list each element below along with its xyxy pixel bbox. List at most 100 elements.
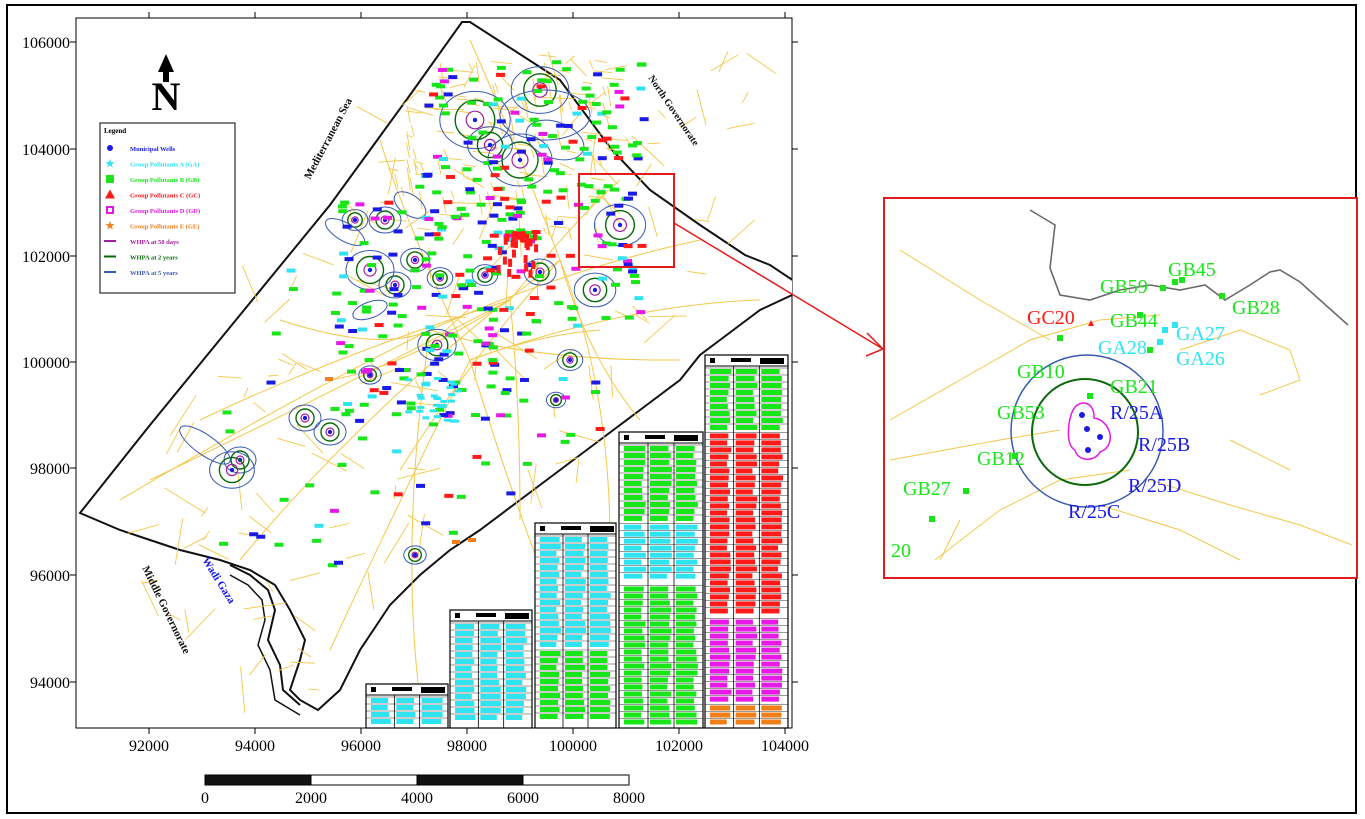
group-block-cell <box>676 573 696 579</box>
group-block-cell <box>455 638 473 643</box>
pollutant-marker <box>476 202 486 207</box>
road-grid <box>420 163 424 172</box>
group-block-cell <box>761 626 779 632</box>
group-block-cell <box>455 701 475 706</box>
pollutant-marker <box>314 523 324 528</box>
road-grid <box>594 59 607 63</box>
pollutant-marker <box>591 380 601 385</box>
group-block-cell <box>624 698 643 704</box>
group-block-cell <box>710 425 728 430</box>
pollutant-marker <box>554 301 564 306</box>
road-segment <box>184 609 190 633</box>
pollutant-marker <box>590 390 600 395</box>
pollutant-marker <box>397 210 407 215</box>
well-dot <box>352 217 358 223</box>
group-block-cell <box>624 573 643 579</box>
road-segment <box>494 331 538 360</box>
road-grid <box>517 143 532 147</box>
group-block-cell <box>650 677 668 683</box>
inset-pollutant-point <box>1172 279 1178 285</box>
group-block-cell <box>710 475 729 481</box>
pollutant-c-marker <box>508 258 513 267</box>
pollutant-marker <box>624 196 634 201</box>
pollutant-marker <box>597 138 607 143</box>
road-grid <box>452 69 474 73</box>
group-block-cell <box>590 565 607 570</box>
group-block-cell <box>540 558 560 563</box>
group-block-cell <box>650 509 670 514</box>
road-segment <box>350 210 352 228</box>
group-block-cell <box>761 545 779 551</box>
group-block-cell <box>624 524 642 530</box>
whpa-5-years-elongated <box>179 425 231 465</box>
road-grid <box>557 129 562 146</box>
group-block-cell <box>735 647 757 653</box>
road-segment <box>356 106 389 124</box>
group-block-header-bar <box>421 687 445 693</box>
pollutant-marker <box>327 563 337 568</box>
road-segment <box>297 648 312 658</box>
pollutant-marker <box>361 309 371 314</box>
road-segment <box>176 422 195 453</box>
group-block-cell <box>540 586 559 591</box>
pollutant-marker <box>516 198 526 203</box>
whpa-5-years-ring <box>358 365 382 385</box>
group-block-cell <box>735 601 756 607</box>
pollutant-marker <box>552 60 562 65</box>
road-segment <box>538 54 557 58</box>
pollutant-marker <box>499 307 509 312</box>
pollutant-marker <box>222 410 232 415</box>
pollutant-marker <box>483 161 493 166</box>
wadi-gaza-bank <box>229 574 301 716</box>
inset-pollutant-point <box>1219 293 1225 299</box>
road-grid <box>436 130 455 134</box>
road-grid <box>472 150 494 154</box>
pollutant-marker <box>472 454 482 459</box>
pollutant-a-marker <box>444 418 452 422</box>
pollutant-a-marker <box>422 416 430 420</box>
road-grid <box>439 63 444 82</box>
pollutant-marker <box>584 184 594 189</box>
pollutant-marker <box>481 461 491 466</box>
road-segment <box>164 487 207 514</box>
group-block-cell <box>676 453 694 458</box>
pollutant-marker <box>330 310 340 315</box>
well-dot <box>472 117 478 123</box>
group-block-cell <box>371 705 388 710</box>
group-block-cell <box>480 701 502 706</box>
group-block-cell <box>565 600 582 605</box>
group-block-cell <box>761 482 782 488</box>
group-block-cell <box>371 698 388 703</box>
pollutant-marker <box>312 538 322 543</box>
group-block-cell <box>540 607 557 612</box>
pollutant-marker <box>443 92 453 97</box>
group-block-cell <box>710 496 728 502</box>
group-block-cell <box>676 705 695 711</box>
pollutant-marker <box>431 232 441 237</box>
group-block-cell <box>624 719 645 725</box>
group-block-cell <box>624 621 646 627</box>
group-block-header-bar <box>505 613 529 619</box>
inset-pollutant-point <box>1012 453 1018 459</box>
inset-road-6 <box>1179 329 1301 396</box>
pollutant-marker <box>555 171 565 176</box>
group-block-cell <box>710 689 732 695</box>
pollutant-marker <box>388 302 398 307</box>
road-segment <box>298 362 322 373</box>
group-block-cell <box>565 635 583 640</box>
pollutant-marker <box>587 135 597 140</box>
road-grid <box>584 138 593 142</box>
group-block-cell <box>735 397 755 402</box>
group-block-cell <box>624 684 643 690</box>
group-block-cell <box>735 545 757 551</box>
inset-label: GB21 <box>1110 376 1158 398</box>
pollutant-marker <box>394 368 404 373</box>
group-block-cell <box>565 607 584 612</box>
group-block-cell <box>565 572 582 577</box>
pollutant-marker <box>363 368 373 373</box>
group-block-cell <box>650 586 669 592</box>
road-segment <box>302 253 334 266</box>
pollutant-c-marker <box>528 238 533 247</box>
inset-label: GB10 <box>1017 361 1065 383</box>
group-block-cell <box>650 642 669 648</box>
